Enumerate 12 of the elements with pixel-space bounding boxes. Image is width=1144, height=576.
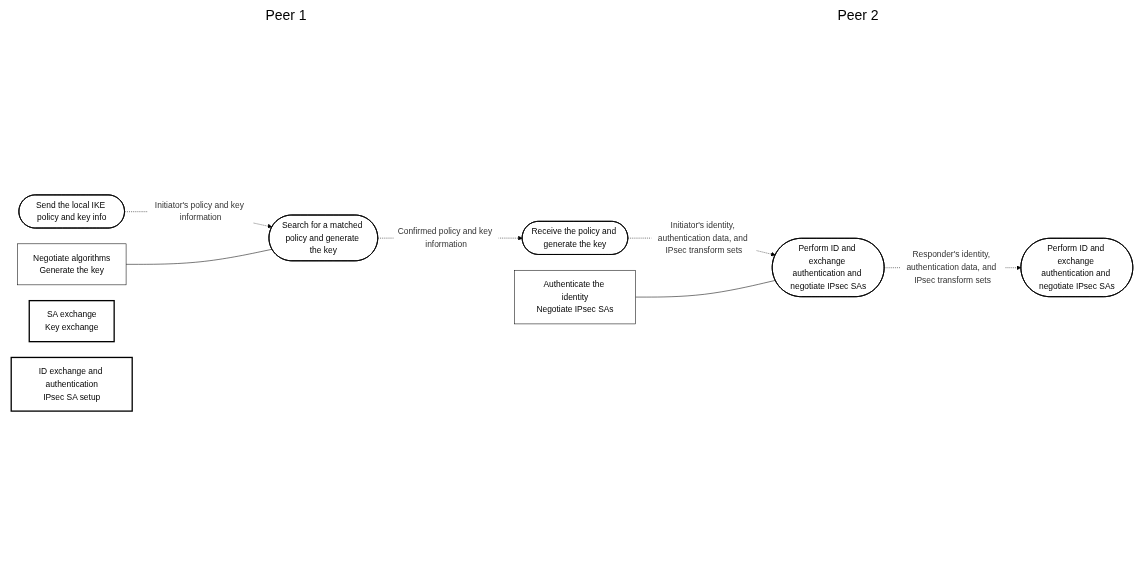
- column-heading: Peer 2: [837, 7, 879, 23]
- node-box: ID exchange and authentication IPsec SA setup: [10, 356, 133, 412]
- edge-label: Initiator's policy and key information: [154, 200, 244, 222]
- node-box: Authenticate the identity Negotiate IPsec SAs: [514, 270, 636, 325]
- connector: [125, 249, 273, 265]
- edge-label: Responder's identity, authentication data, and IPsec transform sets: [906, 250, 997, 285]
- edge-label: Confirmed policy and key information: [397, 226, 493, 249]
- edge-label: Initiator's identity, authentication data, and IPsec transform sets: [657, 220, 748, 255]
- node-box: Negotiate algorithms Generate the key: [17, 243, 127, 286]
- column-heading: Peer 1: [265, 7, 307, 23]
- node-box: SA exchange Key exchange: [28, 299, 115, 343]
- connector: [635, 280, 776, 298]
